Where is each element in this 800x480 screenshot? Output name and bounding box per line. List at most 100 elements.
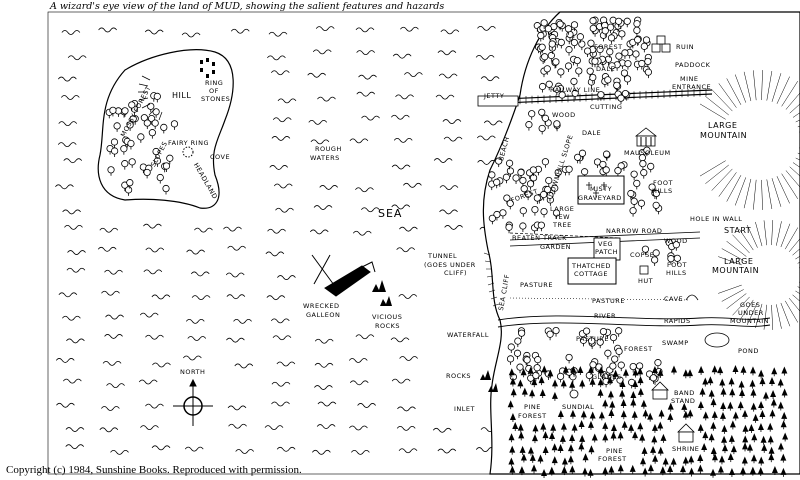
wave-mark [228,423,247,429]
mountain-ray [792,248,800,256]
mountain-ray [795,290,800,295]
label-cove: COVE [210,153,231,161]
ruin [651,35,671,53]
wave-mark [227,405,247,411]
label-rocks: ROCKS [375,322,401,330]
wave-mark [145,247,165,253]
wave-mark [138,379,158,385]
mountain-ray [734,177,747,206]
label-swamp: SWAMP [662,339,689,347]
mountain-ray [732,234,750,254]
label-misty: MISTY [590,185,613,193]
wave-mark [475,55,495,60]
pond-marker [704,332,730,348]
shrine-building [677,423,695,443]
label-start: START [724,226,752,235]
mountain-ray [753,179,757,210]
wave-mark [355,334,375,340]
mountain-ray [755,221,763,247]
label-pine-b1: PINE [606,447,623,455]
wave-mark [361,115,380,121]
label-hole-in-wall: HOLE IN WALL [690,215,743,223]
wave-mark [437,50,457,56]
wave-mark [266,55,286,61]
mausoleum [634,127,658,147]
mountain-ray [705,96,729,116]
wave-mark [435,94,455,100]
wave-mark [67,250,86,255]
mountain-ray [788,297,800,312]
wave-mark [269,165,289,170]
wave-mark [139,312,159,318]
wave-mark [273,183,293,189]
label-paddock: PADDOCK [675,61,711,69]
wave-mark [400,26,419,32]
label-veg: VEG [598,240,614,248]
wave-mark [57,76,77,82]
wave-mark [440,29,460,35]
label-vicious: VICIOUS [372,313,403,321]
ring-of-stones [200,58,215,78]
label-galleon: GALLEON [306,311,341,319]
band-stand [651,381,669,400]
wave-mark [313,205,333,210]
label-graveyard: GRAVEYARD [578,194,622,202]
label-band: BAND [674,389,695,397]
wave-mark [350,449,370,455]
mountain-ray [785,92,800,110]
label-dale-top: DALE [596,65,616,73]
wave-mark [390,337,410,343]
cave-marker [685,294,699,301]
wave-mark [272,117,292,123]
wave-mark [184,446,204,452]
label-of: OF [209,87,219,95]
mountain-ray [792,162,800,168]
label-cottage: COTTAGE [574,270,608,278]
wave-mark [270,70,290,76]
label-goes2: UNDER [738,309,764,317]
wave-mark [398,294,418,299]
mountain-ray [766,179,773,210]
label-pasture-c: PASTURE [576,335,609,343]
mountain-ray [781,173,799,200]
label-shrine: SHRINE [672,445,700,453]
mountain-ray [784,300,799,323]
wave-mark [352,230,372,236]
wave-mark [58,121,78,127]
wave-mark [55,184,74,190]
wave-mark [64,224,83,230]
label-tunnel-note1: (GOES UNDER [424,261,476,269]
label-pine1: PINE [524,403,541,411]
wave-mark [308,119,328,125]
wave-mark [276,361,296,367]
wave-mark [225,272,245,278]
label-river: RIVER [594,312,617,320]
mountain-ray [780,302,791,327]
mountain-ray [739,229,754,251]
wave-mark [62,209,82,215]
label-large-yew1: LARGE [550,205,575,213]
label-forest-low: FOREST [624,345,653,353]
mountain-ray [761,179,763,210]
mountain-ray [739,299,754,321]
wave-mark [276,446,296,452]
wave-mark [191,295,211,301]
wave-mark [439,209,458,215]
beaten-track [509,232,621,239]
wave-mark [267,228,286,234]
wave-mark [145,403,164,409]
wave-mark [316,424,336,429]
wave-mark [483,120,503,126]
graveyard-crosses [586,182,607,198]
mountain-ray [721,248,744,261]
wave-mark [227,245,247,251]
wave-mark [314,338,334,344]
wave-mark [277,275,296,280]
wave-mark [233,318,252,324]
label-thatched: THATCHED [572,262,611,270]
wave-mark [98,27,118,33]
wave-mark [187,336,207,341]
label-goes1: GOES [740,301,761,309]
wave-mark [225,337,245,343]
label-mausoleum: MAUSOLEUM [624,149,671,157]
